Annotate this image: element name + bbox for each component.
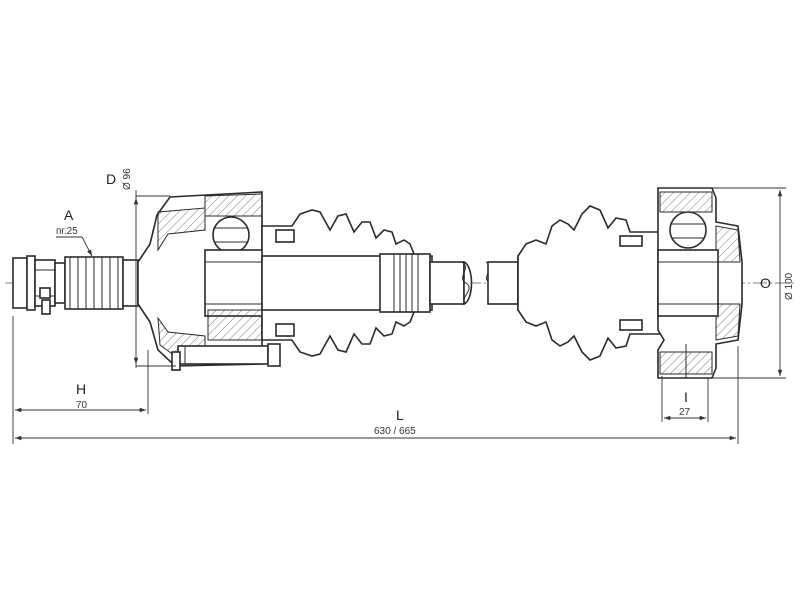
dimension-A: A пг.25 <box>56 207 93 257</box>
dimension-L-value: 630 / 665 <box>374 426 416 437</box>
dimension-H: H 70 <box>12 316 149 444</box>
left-stub-shaft <box>12 255 139 315</box>
dimension-L-letter: L <box>396 407 404 423</box>
dimension-I: I 27 <box>661 376 709 422</box>
dimension-H-value: 70 <box>76 400 88 411</box>
inner-cv-joint-housing <box>137 191 281 371</box>
dimension-A-letter: A <box>64 207 74 223</box>
dimension-I-letter: I <box>684 389 688 405</box>
dimension-I-value: 27 <box>679 407 691 418</box>
shaft-left <box>261 253 473 313</box>
dimension-D: D Ø 96 <box>106 168 176 368</box>
dimension-O: O Ø 100 <box>712 187 795 379</box>
dimension-O-letter: O <box>760 275 771 291</box>
outer-boot <box>517 205 661 361</box>
dimension-O-value: Ø 100 <box>784 272 795 300</box>
shaft-break <box>461 261 470 305</box>
dimension-L: L 630 / 665 <box>15 346 739 444</box>
outer-cv-joint-housing <box>657 187 743 379</box>
dimension-H-letter: H <box>76 381 86 397</box>
dimension-D-letter: D <box>106 171 116 187</box>
dimension-D-value: Ø 96 <box>122 168 133 190</box>
dimension-A-value: пг.25 <box>56 226 78 237</box>
